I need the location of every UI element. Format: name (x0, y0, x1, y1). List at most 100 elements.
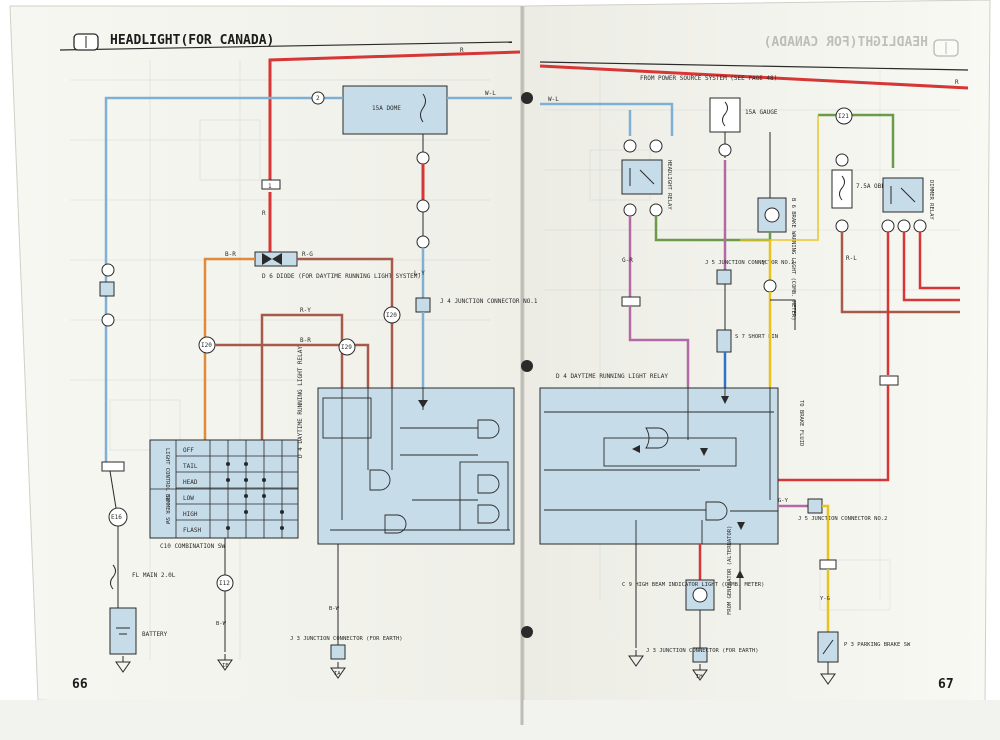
drl-relay-left-label: D 4 DAYTIME RUNNING LIGHT RELAY (297, 346, 304, 458)
binder-hole-icon (521, 360, 533, 372)
connector-i21-label: I21 (838, 113, 849, 120)
power-source-label: FROM POWER SOURCE SYSTEM (SEE PAGE 48) (640, 75, 777, 82)
switch-row-flash: FLASH (183, 527, 201, 534)
fuse-icon (839, 175, 845, 201)
junction-connector-earth-right (692, 647, 708, 663)
connector-e16-top (101, 461, 125, 472)
headlight-relay (621, 159, 663, 195)
fuse-icon (722, 101, 728, 127)
fuse-box-dome (342, 85, 448, 135)
diode-label: D 6 DIODE (FOR DAYTIME RUNNING LIGHT SYS… (262, 273, 421, 280)
junction-connector-1-label: J 4 JUNCTION CONNECTOR NO.1 (440, 298, 538, 305)
earth-ia: IA (334, 671, 341, 677)
drl-relay-right-logic (544, 388, 778, 544)
junction-earth-left-label: J 3 JUNCTION CONNECTOR (FOR EARTH) (290, 636, 403, 642)
table-surface (0, 700, 1000, 740)
binder-hole-icon (521, 92, 533, 104)
wire-code-bw-right: B-W (329, 606, 340, 612)
wire-wl-right (540, 102, 674, 136)
switch-row-head: HEAD (183, 479, 198, 486)
right-header: HEADLIGHT(FOR CANADA) (539, 35, 969, 71)
wire-rl (840, 232, 960, 314)
connector-node (416, 151, 430, 165)
connector-node (623, 203, 637, 217)
switch-row-tail: TAIL (183, 463, 198, 470)
junction-earth-right-label: J 3 JUNCTION CONNECTOR (FOR EARTH) (646, 648, 759, 654)
connector-i20a-label: I20 (386, 312, 397, 319)
junction-connector-2b (807, 498, 823, 514)
fuse-75a-obl-label: 7.5A OBL (856, 183, 885, 190)
connector-node: 2 (311, 91, 325, 105)
dimmer-sw-label: DIMMER SW (164, 494, 170, 524)
light-control-sw-label: LIGHT CONTROL SW (164, 448, 170, 502)
wire-code-wl-left: W-L (485, 90, 496, 97)
wire-code-r-left: R (262, 210, 266, 217)
connector-e16: E16 (108, 507, 128, 527)
to-brake-fluid-label: TO BRAKE FLUID (798, 400, 804, 446)
dimmer-relay-label: DIMMER RELAY (928, 180, 934, 220)
connector-node (897, 219, 911, 233)
wire-wl-left (104, 96, 343, 470)
wire-code-br-1: B-R (225, 251, 236, 258)
wire-pink-2 (628, 306, 690, 388)
connector-node (101, 313, 115, 327)
connector-i12: I12 (216, 574, 234, 592)
connector-node (881, 219, 895, 233)
from-generator-label: FROM GENERATOR (ALTERNATOR) (727, 526, 733, 615)
wire-red-dimmer (778, 385, 890, 482)
connector-node (718, 143, 732, 157)
connector-node (835, 219, 849, 233)
left-header: HEADLIGHT(FOR CANADA) (59, 33, 513, 51)
connector-node (763, 279, 777, 293)
connector-node (913, 219, 927, 233)
wire-red-main (268, 50, 521, 185)
page-number-left: 66 (72, 677, 88, 692)
junction-connector-2b-label: J 5 JUNCTION CONNECTOR NO.2 (798, 516, 887, 522)
wire-code-ry: R-Y (300, 307, 311, 314)
junction-connector-2 (716, 269, 732, 285)
junction-connector-2-label: J 5 JUNCTION CONNECTOR NO.2 (705, 260, 794, 266)
connector-node (649, 203, 663, 217)
wire-code-gy-right: G-Y (778, 498, 789, 504)
switch-contacts (226, 462, 284, 530)
dimmer-relay (882, 177, 924, 213)
connector-1a-label: 1 (268, 183, 272, 190)
connector-node (623, 139, 637, 153)
short-pin-label: S 7 SHORT PIN (735, 334, 778, 340)
battery-label: BATTERY (142, 631, 168, 638)
connector-node (416, 235, 430, 249)
brake-warning-label: B 6 BRAKE WARNING LIGHT (COMB. METER) (790, 198, 796, 321)
earth-ih: IH (696, 674, 703, 680)
wire-code-rg: R-G (302, 251, 313, 258)
wire-code-y: Y (762, 260, 766, 267)
connector-i29: I29 (338, 338, 356, 356)
switch-icon (822, 639, 834, 655)
wire-rg-2 (215, 343, 370, 388)
earth-ie: IE (222, 663, 229, 669)
wire-code-gr: G-R (622, 257, 633, 264)
connector-node (101, 263, 115, 277)
wire-code-br-2: B-R (300, 337, 311, 344)
relay-icon (629, 168, 655, 186)
drl-relay-right-label: D 4 DAYTIME RUNNING LIGHT RELAY (556, 373, 668, 380)
wire-code-y-right: Y-G (820, 596, 830, 602)
switch-row-low: LOW (183, 495, 194, 502)
connector-i20b-label: I20 (201, 342, 212, 349)
fuse-box-obl (831, 169, 853, 209)
wire-code-bw: B-W (216, 621, 227, 627)
headlight-relay-label: HEADLIGHT RELAY (666, 160, 672, 210)
binder-hole-icon (521, 626, 533, 638)
connector-i20: I20 (198, 336, 216, 354)
switch-grid (150, 440, 298, 538)
drl-relay-left-logic (322, 388, 510, 534)
connector-i29-label: I29 (341, 344, 352, 351)
parking-brake-sw-label: P 3 PARKING BRAKE SW (844, 642, 911, 648)
fuse-15a-gauge-label: 15A GAUGE (745, 109, 778, 116)
switch-row-off: OFF (183, 447, 194, 454)
wire-code-rl: R-L (846, 255, 857, 262)
page-number-right: 67 (938, 677, 954, 692)
connector-1a (261, 179, 281, 190)
lamp-icon (764, 207, 780, 223)
